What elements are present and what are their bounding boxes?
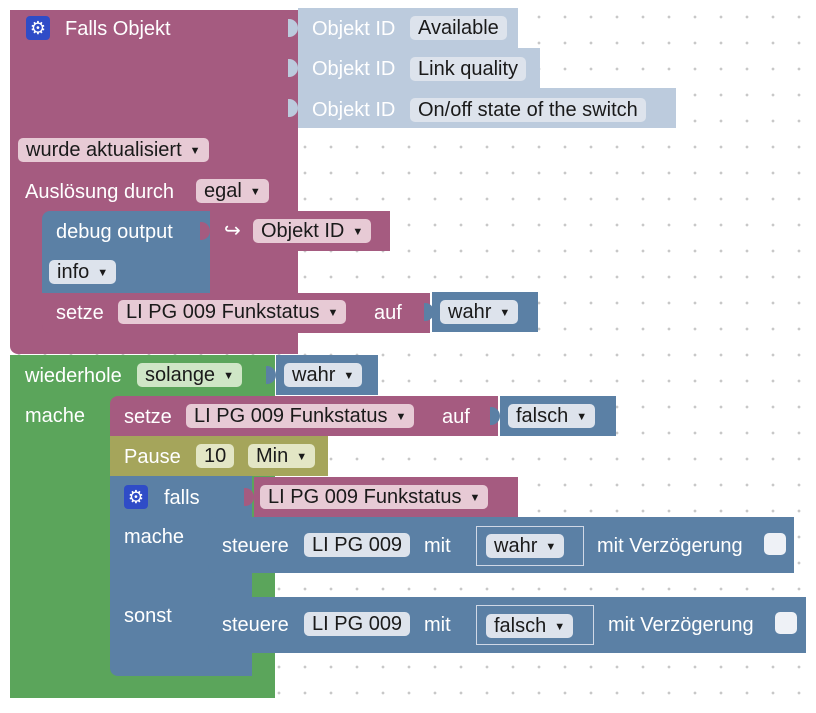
object-id-value[interactable]: Link quality: [410, 57, 527, 81]
set-variable-dropdown[interactable]: LI PG 009 Funkstatus ▼: [186, 404, 415, 428]
dropdown-triangle-icon: ▼: [469, 492, 481, 504]
set-value: wahr: [448, 301, 492, 323]
connector-notch: [200, 222, 210, 240]
control-device-field[interactable]: LI PG 009: [304, 612, 411, 636]
loop-bottom-cap: [10, 682, 275, 698]
set-value-dropdown[interactable]: falsch ▼: [508, 404, 596, 428]
gear-icon[interactable]: ⚙: [26, 16, 50, 40]
set-to-label: auf: [374, 302, 402, 324]
pause-unit: Min: [256, 445, 289, 467]
if-else-label: sonst: [124, 605, 172, 627]
dropdown-triangle-icon: ▼: [395, 411, 407, 423]
trigger-block-header: [10, 10, 298, 128]
object-id-label: Objekt ID: [312, 58, 396, 80]
set-variable: LI PG 009 Funkstatus: [126, 301, 320, 323]
set-value-dropdown[interactable]: wahr ▼: [440, 300, 519, 324]
connector-notch: [266, 366, 276, 384]
dropdown-triangle-icon: ▼: [545, 541, 557, 553]
condition-dropdown[interactable]: wurde aktualisiert ▼: [18, 138, 209, 162]
control-delay-label: mit Verzögerung: [608, 614, 754, 636]
if-label: falls: [164, 487, 200, 509]
dropdown-triangle-icon: ▼: [499, 307, 511, 319]
connector-notch: [288, 99, 298, 117]
loop-mode-dropdown[interactable]: solange ▼: [137, 363, 242, 387]
set-value: falsch: [516, 405, 569, 427]
trigger-by-dropdown[interactable]: egal ▼: [196, 179, 269, 203]
dropdown-triangle-icon: ▼: [327, 307, 339, 319]
dropdown-triangle-icon: ▼: [97, 267, 109, 279]
condition-value: wurde aktualisiert: [26, 139, 182, 161]
control-value: wahr: [494, 535, 538, 557]
control-device-field[interactable]: LI PG 009: [304, 533, 411, 557]
dropdown-triangle-icon: ▼: [249, 186, 261, 198]
dropdown-triangle-icon: ▼: [576, 411, 588, 423]
loop-label: wiederhole: [25, 365, 122, 387]
control-label: steuere: [222, 614, 289, 636]
object-id-value[interactable]: On/off state of the switch: [410, 98, 646, 122]
return-arrow-icon: ↪: [224, 220, 241, 242]
loop-mode: solange: [145, 364, 216, 386]
delay-checkbox[interactable]: [775, 612, 797, 634]
debug-level-dropdown[interactable]: info ▼: [49, 260, 117, 284]
control-with-label: mit: [424, 614, 451, 636]
delay-checkbox[interactable]: [764, 533, 786, 555]
dropdown-triangle-icon: ▼: [296, 451, 308, 463]
connector-notch: [424, 303, 434, 321]
loop-do-label: mache: [25, 405, 86, 427]
object-id-value[interactable]: Available: [410, 16, 507, 40]
connector-notch: [490, 407, 500, 425]
debug-value-dropdown[interactable]: Objekt ID ▼: [253, 219, 372, 243]
connector-notch: [288, 59, 298, 77]
set-to-label: auf: [442, 406, 470, 428]
pause-amount-field[interactable]: 10: [196, 444, 235, 468]
if-condition-dropdown[interactable]: LI PG 009 Funkstatus ▼: [260, 485, 489, 509]
if-condition: LI PG 009 Funkstatus: [268, 486, 462, 508]
trigger-by-label: Auslösung durch: [25, 181, 174, 203]
pause-label: Pause: [124, 446, 181, 468]
connector-notch: [288, 19, 298, 37]
dropdown-triangle-icon: ▼: [189, 145, 201, 157]
dropdown-triangle-icon: ▼: [554, 621, 566, 633]
object-id-label: Objekt ID: [312, 18, 396, 40]
if-do-label: mache: [124, 526, 185, 548]
set-variable: LI PG 009 Funkstatus: [194, 405, 388, 427]
debug-level: info: [57, 261, 90, 283]
debug-output-label: debug output: [56, 221, 173, 243]
set-variable-dropdown[interactable]: LI PG 009 Funkstatus ▼: [118, 300, 347, 324]
dropdown-triangle-icon: ▼: [343, 370, 355, 382]
loop-condition-dropdown[interactable]: wahr ▼: [284, 363, 363, 387]
dropdown-triangle-icon: ▼: [223, 370, 234, 382]
set-label: setze: [124, 406, 172, 428]
control-with-label: mit: [424, 535, 451, 557]
gear-icon[interactable]: ⚙: [124, 485, 148, 509]
connector-notch: [244, 488, 254, 506]
control-value-dropdown[interactable]: wahr ▼: [486, 534, 565, 558]
control-value-dropdown[interactable]: falsch ▼: [486, 614, 574, 638]
debug-value: Objekt ID: [261, 220, 345, 242]
loop-condition: wahr: [292, 364, 336, 386]
object-id-label: Objekt ID: [312, 99, 396, 121]
pause-unit-dropdown[interactable]: Min ▼: [248, 444, 316, 468]
dropdown-triangle-icon: ▼: [352, 226, 364, 238]
set-label: setze: [56, 302, 104, 324]
trigger-by-value: egal: [204, 180, 242, 202]
control-delay-label: mit Verzögerung: [597, 535, 743, 557]
control-label: steuere: [222, 535, 289, 557]
trigger-title: Falls Objekt: [65, 18, 171, 40]
control-value: falsch: [494, 615, 547, 637]
